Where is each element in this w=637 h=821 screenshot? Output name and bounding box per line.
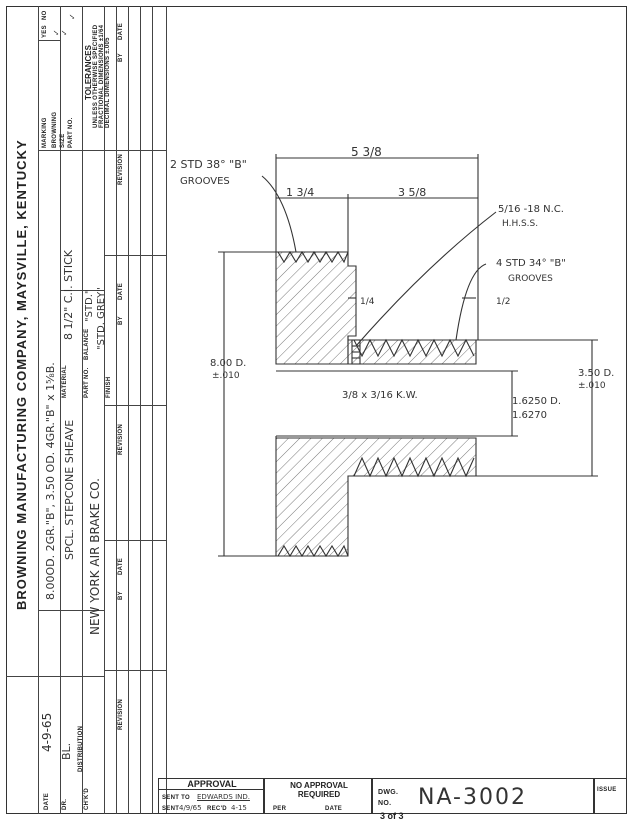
recd-label: REC'D bbox=[207, 806, 227, 812]
finish-label: FINISH bbox=[106, 376, 112, 398]
strip-hline bbox=[38, 610, 104, 611]
sent-value: 4/9/65 bbox=[179, 804, 202, 812]
sent-label: SENT bbox=[162, 806, 180, 812]
strip-hline bbox=[104, 255, 166, 256]
tolerances-line3: DECIMAL DIMENSIONS ±.005 bbox=[105, 37, 111, 128]
date-label: DATE bbox=[118, 22, 124, 40]
no-approval-block: NO APPROVAL REQUIRED PER DATE bbox=[264, 778, 372, 814]
marking-row-browning: BROWNING bbox=[52, 111, 58, 148]
dim-left-hub: 1 3/4 bbox=[286, 186, 314, 199]
dim-quarter: 1/4 bbox=[360, 297, 375, 307]
drawing-area-divider bbox=[166, 6, 167, 814]
strip-divider bbox=[60, 6, 61, 814]
by-label: BY bbox=[118, 316, 124, 325]
strip-hline bbox=[104, 405, 166, 406]
customer-name: NEW YORK AIR BRAKE CO. bbox=[88, 478, 102, 635]
dwg-no-label: NO. bbox=[378, 800, 392, 807]
strip-hline bbox=[38, 150, 166, 151]
description-line2: SPCL. STEPCONE SHEAVE bbox=[63, 419, 76, 560]
strip-divider bbox=[140, 6, 141, 814]
sent-to-value: EDWARDS IND. bbox=[197, 793, 250, 801]
no-approval-line1: NO APPROVAL bbox=[290, 781, 348, 790]
strip-divider bbox=[104, 6, 105, 814]
marking-row-size: SIZE bbox=[60, 133, 66, 148]
strip-divider bbox=[116, 6, 117, 814]
strip-divider bbox=[38, 6, 39, 814]
page-indicator: 3 of 3 bbox=[380, 811, 404, 821]
od-small-tol: ±.010 bbox=[578, 381, 606, 391]
strip-divider bbox=[82, 6, 83, 814]
bore-min: 1.6250 D. bbox=[512, 396, 561, 407]
strip-hline bbox=[38, 40, 60, 41]
finish-value: "STD. GREY" bbox=[96, 287, 107, 350]
chkd-label: CH'K'D bbox=[84, 788, 90, 810]
balance-label: BALANCE bbox=[84, 328, 90, 360]
by-label: BY bbox=[118, 53, 124, 62]
issue-label: ISSUE bbox=[597, 787, 617, 793]
marking-check: ✓ bbox=[68, 13, 77, 20]
tolerances-title: TOLERANCES bbox=[84, 45, 93, 100]
issue-block: ISSUE bbox=[594, 778, 627, 814]
material-label: MATERIAL bbox=[62, 365, 68, 398]
marking-row-part-no: PART NO. bbox=[68, 117, 74, 148]
strip-hline bbox=[104, 670, 166, 671]
strip-hline bbox=[60, 290, 104, 291]
grooves-large-label: GROOVES bbox=[180, 176, 230, 187]
sheave-cross-section: 5 3/8 1 3/4 3 5/8 2 STD 38° "B" GROOVES … bbox=[170, 145, 614, 558]
yes-label: YES bbox=[42, 25, 48, 38]
approval-label: APPROVAL bbox=[159, 779, 265, 790]
revision-label: REVISION bbox=[118, 153, 124, 185]
marking-label: MARKING bbox=[42, 117, 48, 148]
description-line1: 8.00OD. 2GR."B", 3.50 OD. 4GR."B" x 1⁵⁄₈… bbox=[44, 362, 57, 600]
strip-divider bbox=[152, 6, 153, 814]
marking-check: ✓ bbox=[60, 29, 69, 36]
bore-max: 1.6270 bbox=[512, 410, 547, 421]
part-no-label: PART NO. bbox=[84, 367, 90, 398]
setscrew-type: H.H.S.S. bbox=[502, 219, 538, 229]
material-value: 8 1/2" C.I. STICK bbox=[62, 249, 75, 340]
keyway-spec: 3/8 x 3/16 K.W. bbox=[342, 390, 418, 401]
dwg-number: NA-3002 bbox=[418, 785, 527, 810]
od-large: 8.00 D. bbox=[210, 358, 246, 369]
sent-to-label: SENT TO bbox=[162, 795, 190, 801]
setscrew-spec: 5/16 -18 N.C. bbox=[498, 204, 564, 215]
dim-half: 1/2 bbox=[496, 297, 510, 307]
strip-divider bbox=[128, 6, 129, 814]
approval-block: APPROVAL SENT TO EDWARDS IND. SENT 4/9/6… bbox=[158, 778, 265, 814]
strip-hline bbox=[104, 540, 166, 541]
od-small: 3.50 D. bbox=[578, 368, 614, 379]
dim-right-hub: 3 5/8 bbox=[398, 186, 426, 199]
grooves-small-label: GROOVES bbox=[508, 274, 553, 284]
dim-overall-length: 5 3/8 bbox=[351, 145, 382, 159]
no-approval-line2: REQUIRED bbox=[297, 790, 341, 799]
strip-hline bbox=[6, 676, 104, 677]
per-label: PER bbox=[273, 806, 287, 812]
date-field-label: DATE bbox=[44, 792, 50, 810]
grooves-small-spec: 4 STD 34° "B" bbox=[496, 258, 566, 269]
grooves-large-spec: 2 STD 38° "B" bbox=[170, 158, 247, 171]
dr-value: BL. bbox=[60, 742, 73, 760]
balance-value: "STD." bbox=[84, 289, 95, 322]
distribution-label: DISTRIBUTION bbox=[78, 725, 84, 772]
no-label: NO bbox=[42, 10, 48, 20]
revision-label: REVISION bbox=[118, 698, 124, 730]
dr-label: DR. bbox=[62, 798, 68, 810]
date-label: DATE bbox=[118, 557, 124, 575]
dwg-number-block: DWG. NO. NA-3002 bbox=[372, 778, 594, 814]
by-label: BY bbox=[118, 591, 124, 600]
dwg-label: DWG. bbox=[378, 789, 399, 796]
date-value: 4-9-65 bbox=[40, 712, 54, 752]
date2-label: DATE bbox=[325, 806, 343, 812]
recd-value: 4-15 bbox=[231, 804, 247, 812]
date-label: DATE bbox=[118, 282, 124, 300]
company-title: BROWNING MANUFACTURING COMPANY, MAYSVILL… bbox=[14, 139, 29, 610]
od-large-tol: ±.010 bbox=[212, 371, 240, 381]
revision-label: REVISION bbox=[118, 423, 124, 455]
